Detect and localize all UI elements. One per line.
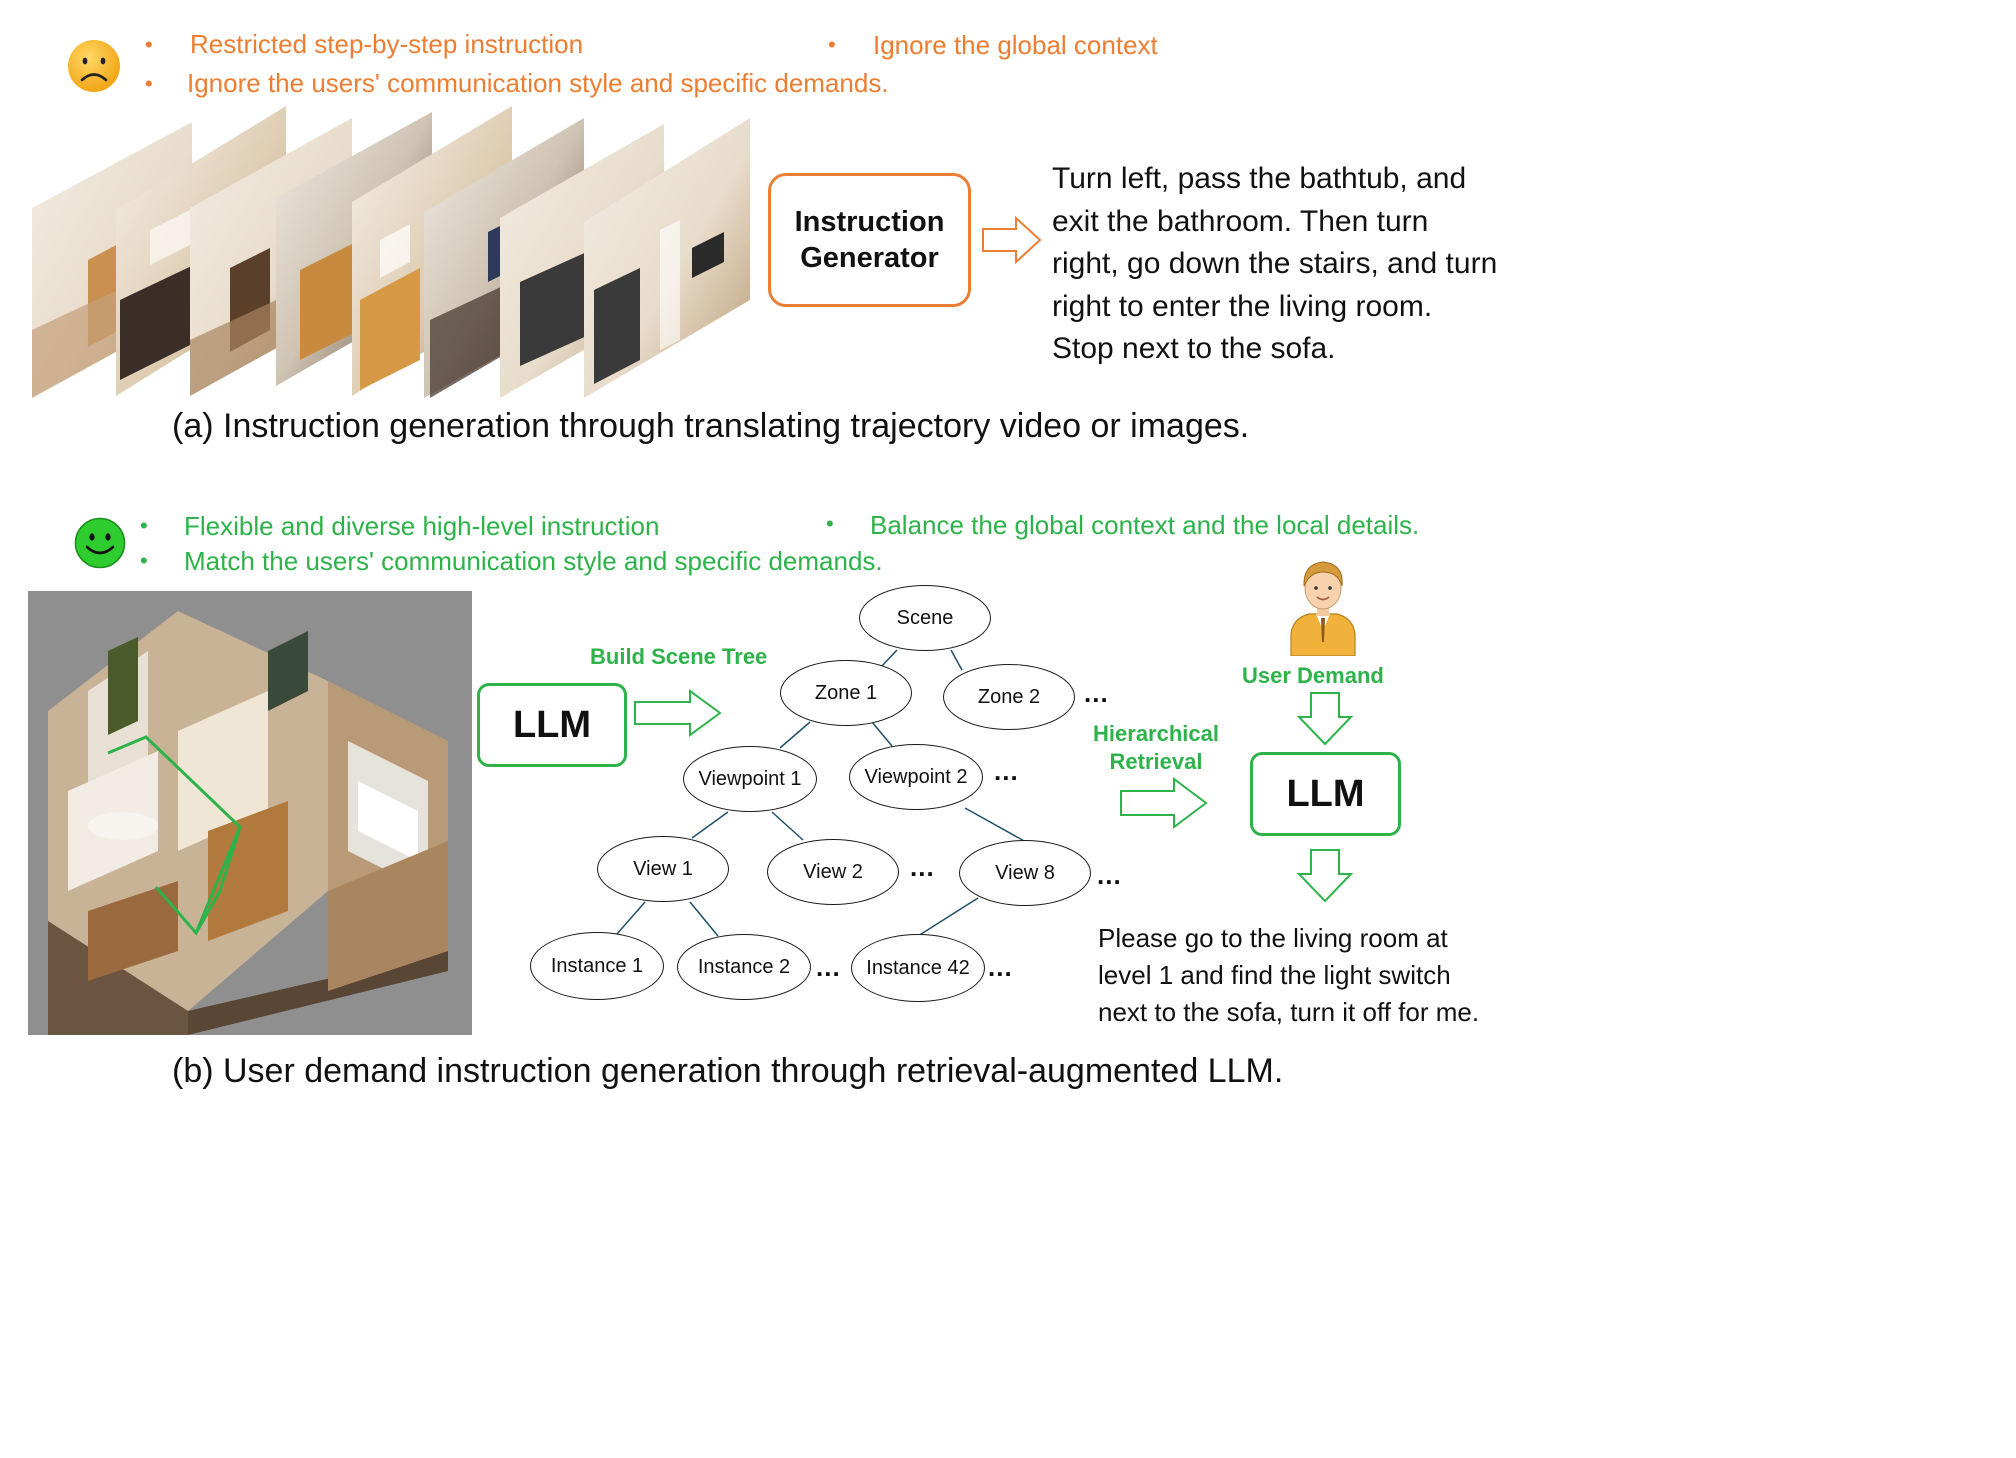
- user-demand-label: User Demand: [1242, 663, 1384, 688]
- negative-point-3: Ignore the users' communication style an…: [187, 68, 889, 98]
- caption-b: (b) User demand instruction generation t…: [172, 1052, 1284, 1090]
- bullet-dot: •: [826, 511, 834, 536]
- arrow-right-icon: [634, 689, 722, 737]
- caption-a: (a) Instruction generation through trans…: [172, 407, 1250, 445]
- positive-point-1: Flexible and diverse high-level instruct…: [184, 511, 660, 541]
- tree-node-zone-2: Zone 2: [943, 664, 1075, 730]
- llm-box-right: LLM: [1250, 752, 1401, 836]
- arrow-down-icon: [1296, 849, 1354, 903]
- generated-instruction-line: right to enter the living room.: [1052, 289, 1433, 323]
- bullet-dot: •: [140, 513, 148, 538]
- user-demand-instruction: Please go to the living room at level 1 …: [1098, 920, 1479, 1031]
- instruction-generator-label-1: Instruction: [794, 206, 945, 238]
- arrow-right-icon: [1120, 777, 1208, 829]
- bullet-dot: •: [828, 32, 836, 57]
- ellipsis: ...: [816, 952, 841, 982]
- positive-point-3: Match the users' communication style and…: [184, 546, 883, 576]
- generated-instruction: Turn left, pass the bathtub, and exit th…: [1052, 158, 1497, 371]
- user-demand-line: Please go to the living room at: [1098, 923, 1448, 953]
- ellipsis: ...: [988, 952, 1013, 982]
- frame-8: [584, 118, 750, 398]
- hierarchical-retrieval-line-2: Retrieval: [1109, 749, 1203, 774]
- generated-instruction-line: Turn left, pass the bathtub, and: [1052, 162, 1467, 195]
- user-avatar-icon: [1290, 561, 1356, 656]
- arrow-down-icon: [1296, 692, 1354, 746]
- instruction-generator-label-2: Generator: [800, 242, 939, 274]
- trajectory-frames: [32, 106, 750, 398]
- instruction-generator-box: Instruction Generator: [768, 173, 971, 307]
- negative-point-1: Restricted step-by-step instruction: [190, 29, 584, 59]
- happy-face-icon: [74, 517, 126, 569]
- build-scene-tree-label: Build Scene Tree: [590, 644, 768, 669]
- bullet-dot: •: [140, 548, 148, 573]
- tree-node-viewpoint-1: Viewpoint 1: [683, 746, 817, 812]
- generated-instruction-line: Stop next to the sofa.: [1052, 332, 1336, 365]
- hierarchical-retrieval-line-1: Hierarchical: [1093, 721, 1219, 746]
- negative-point-2: Ignore the global context: [873, 30, 1158, 60]
- tree-node-view-1: View 1: [597, 836, 729, 902]
- house-3d-scan: [28, 591, 472, 1035]
- ellipsis: ...: [910, 852, 935, 882]
- user-demand-line: next to the sofa, turn it off for me.: [1098, 997, 1480, 1027]
- hierarchical-retrieval-label: Hierarchical Retrieval: [1086, 720, 1226, 776]
- tree-node-viewpoint-2: Viewpoint 2: [849, 744, 983, 810]
- ellipsis: ...: [1097, 860, 1122, 890]
- tree-node-instance-1: Instance 1: [530, 932, 664, 1000]
- arrow-right-icon: [982, 215, 1042, 265]
- bullet-dot: •: [145, 71, 153, 96]
- tree-node-view-8: View 8: [959, 840, 1091, 906]
- tree-node-scene: Scene: [859, 585, 991, 651]
- tree-node-view-2: View 2: [767, 839, 899, 905]
- tree-node-instance-2: Instance 2: [677, 934, 811, 1000]
- ellipsis: ...: [1084, 678, 1109, 708]
- positive-point-2: Balance the global context and the local…: [870, 510, 1420, 540]
- user-demand-line: level 1 and find the light switch: [1098, 960, 1451, 990]
- sad-face-icon: [66, 38, 122, 94]
- generated-instruction-line: right, go down the stairs, and turn: [1052, 247, 1498, 280]
- tree-node-instance-42: Instance 42: [851, 934, 985, 1002]
- llm-box-left: LLM: [477, 683, 627, 767]
- tree-node-zone-1: Zone 1: [780, 660, 912, 726]
- bullet-dot: •: [145, 32, 153, 57]
- ellipsis: ...: [994, 756, 1019, 786]
- generated-instruction-line: exit the bathroom. Then turn: [1052, 204, 1429, 238]
